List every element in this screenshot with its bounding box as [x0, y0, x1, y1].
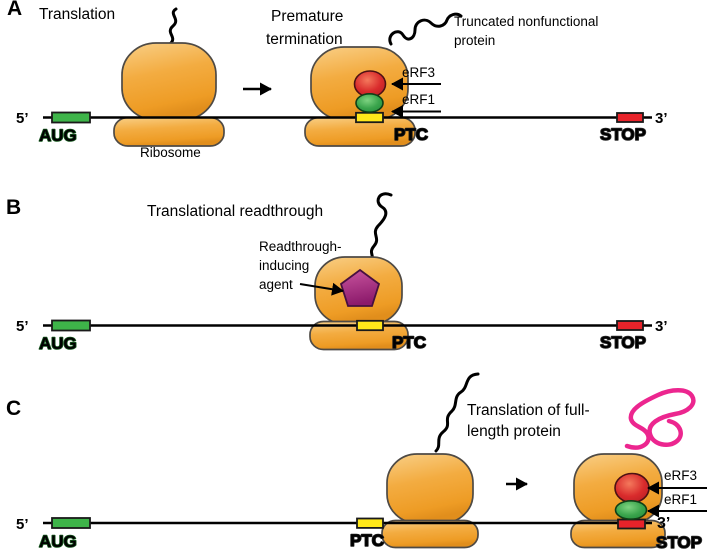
aug-codon-box	[51, 111, 91, 124]
ribosome-label: Ribosome	[140, 145, 201, 160]
erf1-oval	[355, 93, 384, 114]
aug-codon-box	[51, 517, 91, 529]
panel-b: B Translational readthrough Readthrough-…	[6, 192, 668, 354]
nascent-peptide-squiggle	[369, 192, 393, 263]
readthrough-agent-label-line2: inducing	[259, 258, 309, 273]
ptc-codon-box	[356, 517, 384, 529]
erf3-label: eRF3	[664, 468, 697, 483]
three-prime-label: 3’	[655, 110, 668, 127]
stop-label: STOP	[600, 125, 646, 144]
ptc-codon-box	[356, 319, 384, 332]
premature-termination-title-line2: termination	[266, 31, 343, 48]
readthrough-agent-label-line1: Readthrough-	[259, 239, 342, 254]
panel-b-title: Translational readthrough	[147, 203, 323, 220]
three-prime-label: 3’	[655, 318, 668, 335]
nascent-peptide-squiggle	[168, 7, 178, 46]
aug-label: AUG	[39, 126, 77, 145]
full-length-protein-icon	[624, 388, 696, 450]
ptc-label: PTC	[394, 125, 428, 144]
erf3-oval	[614, 472, 650, 504]
truncated-protein-label-line2: protein	[454, 33, 495, 48]
erf1-oval	[614, 499, 648, 520]
ribosome-small-subunit	[113, 116, 225, 147]
stop-codon-box	[616, 320, 644, 331]
ptc-codon-box	[355, 111, 384, 124]
aug-codon-box	[51, 319, 91, 332]
ptc-label: PTC	[392, 333, 426, 352]
premature-termination-title-line1: Premature	[271, 8, 343, 25]
panel-c-title-line2: length protein	[467, 423, 561, 440]
panel-b-label: B	[6, 196, 21, 219]
five-prime-label: 5’	[16, 318, 29, 335]
panel-a-label: A	[7, 0, 22, 20]
ribosome-large-subunit	[386, 453, 474, 524]
truncated-protein-label-line1: Truncated nonfunctional	[454, 14, 598, 29]
three-prime-label: 3’	[657, 515, 670, 532]
stop-label: STOP	[656, 533, 702, 552]
five-prime-label: 5’	[16, 516, 29, 533]
panel-c-title-line1: Translation of full-	[467, 402, 590, 419]
readthrough-agent-label-line3: agent	[259, 277, 293, 292]
ribosome-small-subunit	[381, 519, 479, 549]
stop-label: STOP	[600, 333, 646, 352]
ptc-label: PTC	[350, 531, 384, 550]
ribosome-large-subunit	[121, 42, 217, 121]
erf1-label: eRF1	[402, 92, 435, 107]
panel-a-title: Translation	[39, 6, 115, 23]
five-prime-label: 5’	[16, 110, 29, 127]
erf1-label: eRF1	[664, 492, 697, 507]
stop-codon-box	[617, 518, 646, 530]
agent-pointer-arrow	[299, 282, 344, 296]
erf3-label: eRF3	[402, 65, 435, 80]
panel-a: A Translation Premature termination Ribo…	[7, 0, 668, 160]
readthrough-agent-pentagon	[339, 268, 381, 307]
aug-label: AUG	[39, 334, 77, 353]
panel-c: C Translation of full- length protein eR…	[6, 372, 707, 553]
aug-label: AUG	[39, 532, 77, 551]
panel-c-label: C	[6, 397, 21, 420]
stop-codon-box	[616, 112, 644, 123]
truncated-protein-squiggle	[388, 12, 463, 46]
nascent-peptide-squiggle	[434, 372, 480, 453]
